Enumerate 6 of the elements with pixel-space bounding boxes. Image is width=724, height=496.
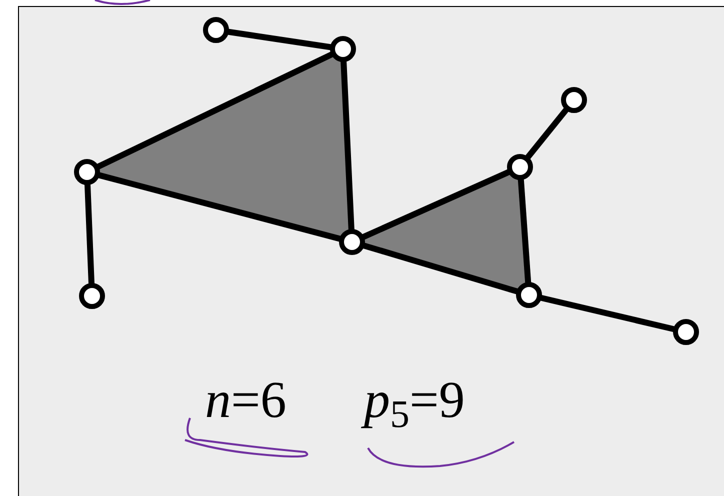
graph-edge [84,184,95,284]
graph-edge [340,60,354,230]
formula-label: n=6 [205,375,286,427]
graph-edge [227,28,332,50]
graph-edge [540,294,675,332]
graph-edge [518,178,532,284]
